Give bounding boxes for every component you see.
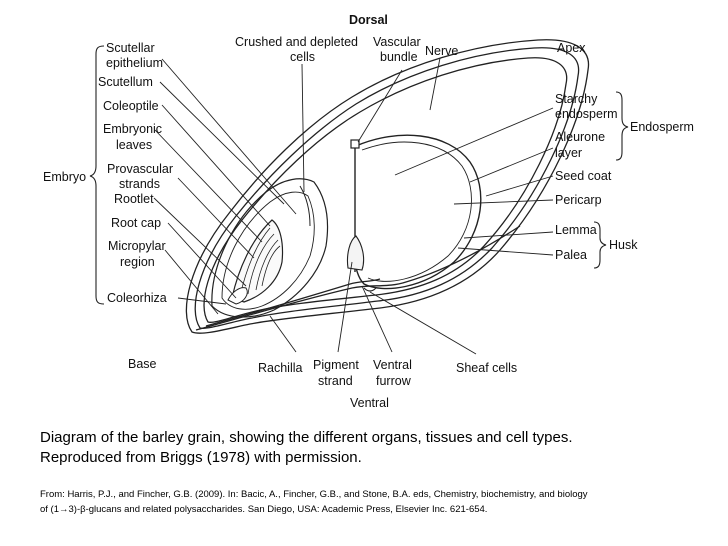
endosperm-bracket — [615, 91, 629, 161]
leader-coleoptile — [161, 104, 271, 227]
aleurone-line — [361, 141, 472, 282]
label-embryo-group: Embryo — [43, 170, 86, 184]
embryo-shape — [211, 178, 329, 318]
label-embryonic-leaves-2: leaves — [116, 138, 152, 152]
label-seed-coat: Seed coat — [555, 169, 612, 183]
label-starchy-endosperm-2: endosperm — [555, 107, 618, 121]
label-ventral-furrow-1: Ventral — [373, 358, 412, 372]
figure-caption: Diagram of the barley grain, showing the… — [40, 428, 700, 468]
embryo-bracket — [89, 45, 105, 305]
caption-line-2: Reproduced from Briggs (1978) with permi… — [40, 449, 362, 466]
label-embryonic-leaves-1: Embryonic — [103, 122, 162, 136]
label-coleorhiza: Coleorhiza — [107, 291, 167, 305]
leader-ventral-furrow — [361, 285, 393, 353]
leader-micropylar — [164, 249, 219, 315]
grain-outlines — [185, 39, 590, 334]
label-micropylar-1: Micropylar — [108, 239, 166, 253]
leader-nerve — [429, 57, 441, 111]
leader-scutellum — [159, 81, 285, 205]
label-provascular-1: Provascular — [107, 162, 173, 176]
label-crushed-cells-1: Crushed and depleted — [235, 35, 358, 49]
label-ventral: Ventral — [350, 396, 389, 410]
leader-embryonic-leaves — [154, 129, 263, 243]
leader-pigment-strand — [337, 261, 353, 353]
leaf-line-3 — [255, 239, 279, 291]
label-husk-group: Husk — [609, 238, 638, 252]
label-pericarp: Pericarp — [555, 193, 602, 207]
label-endosperm-group: Endosperm — [630, 120, 694, 134]
leader-provascular — [177, 177, 255, 259]
husk-bracket — [593, 221, 607, 269]
leaf-line-4 — [261, 245, 281, 287]
leader-scutellar-epithelium — [161, 58, 297, 215]
label-scutellar-epithelium-2: epithelium — [106, 56, 163, 70]
leader-lemma — [463, 231, 554, 239]
barley-grain-diagram: Dorsal Apex Base Ventral Scutellar epith… — [43, 13, 694, 410]
crushed-cells-band — [299, 185, 311, 227]
label-micropylar-2: region — [120, 255, 155, 269]
label-root-cap: Root cap — [111, 216, 161, 230]
label-scutellum: Scutellum — [98, 75, 153, 89]
leader-pericarp — [453, 199, 554, 205]
leader-vascular-bundle — [357, 69, 403, 143]
label-ventral-furrow-2: furrow — [376, 374, 412, 388]
leader-seed-coat — [485, 175, 554, 197]
caption-line-1: Diagram of the barley grain, showing the… — [40, 429, 573, 446]
label-starchy-endosperm-1: Starchy — [555, 92, 598, 106]
scutellum-inner — [221, 191, 315, 310]
leader-aleurone — [469, 147, 554, 183]
leader-lines — [153, 57, 554, 355]
label-aleurone-2: layer — [555, 146, 582, 160]
label-apex: Apex — [557, 41, 586, 55]
label-dorsal: Dorsal — [349, 13, 388, 27]
label-pigment-strand-1: Pigment — [313, 358, 359, 372]
leader-rachilla — [269, 315, 297, 353]
figure-source: From: Harris, P.J., and Fincher, G.B. (2… — [40, 487, 700, 517]
label-vascular-bundle-2: bundle — [380, 50, 418, 64]
label-sheaf-cells: Sheaf cells — [456, 361, 517, 375]
vascular-bundle — [350, 139, 360, 149]
endosperm — [346, 134, 482, 292]
leaf-line-2 — [247, 233, 275, 295]
label-provascular-2: strands — [119, 177, 160, 191]
leader-starchy-endosperm — [394, 107, 554, 176]
endosperm-boundary — [353, 134, 482, 290]
leader-crushed-cells — [301, 63, 305, 193]
label-nerve: Nerve — [425, 44, 458, 58]
sheaf-cells-shape — [363, 287, 377, 292]
rootlet-shape — [227, 287, 248, 305]
label-vascular-bundle-1: Vascular — [373, 35, 421, 49]
label-scutellar-epithelium-1: Scutellar — [106, 41, 155, 55]
label-crushed-cells-2: cells — [290, 50, 315, 64]
label-base: Base — [128, 357, 157, 371]
pericarp-outline — [203, 57, 568, 323]
group-brackets — [89, 45, 629, 305]
leader-coleorhiza — [177, 297, 227, 305]
label-coleoptile: Coleoptile — [103, 99, 159, 113]
label-rootlet: Rootlet — [114, 192, 154, 206]
label-palea: Palea — [555, 248, 587, 262]
palea-outline — [195, 225, 521, 331]
husk-outline — [185, 39, 590, 334]
leader-root-cap — [167, 222, 237, 299]
label-aleurone-1: Aleurone — [555, 130, 605, 144]
lemma-outline — [194, 47, 580, 329]
leader-rootlet — [153, 197, 247, 287]
leader-sheaf-cells — [369, 291, 477, 355]
source-line-2: of (1→3)-β-glucans and related polysacch… — [40, 504, 488, 515]
label-rachilla: Rachilla — [258, 361, 303, 375]
leader-palea — [457, 247, 554, 256]
pigment-strand-shape — [346, 235, 365, 271]
label-lemma: Lemma — [555, 223, 597, 237]
label-pigment-strand-2: strand — [318, 374, 353, 388]
diagram-labels: Dorsal Apex Base Ventral Scutellar epith… — [43, 13, 694, 410]
source-line-1: From: Harris, P.J., and Fincher, G.B. (2… — [40, 489, 588, 500]
